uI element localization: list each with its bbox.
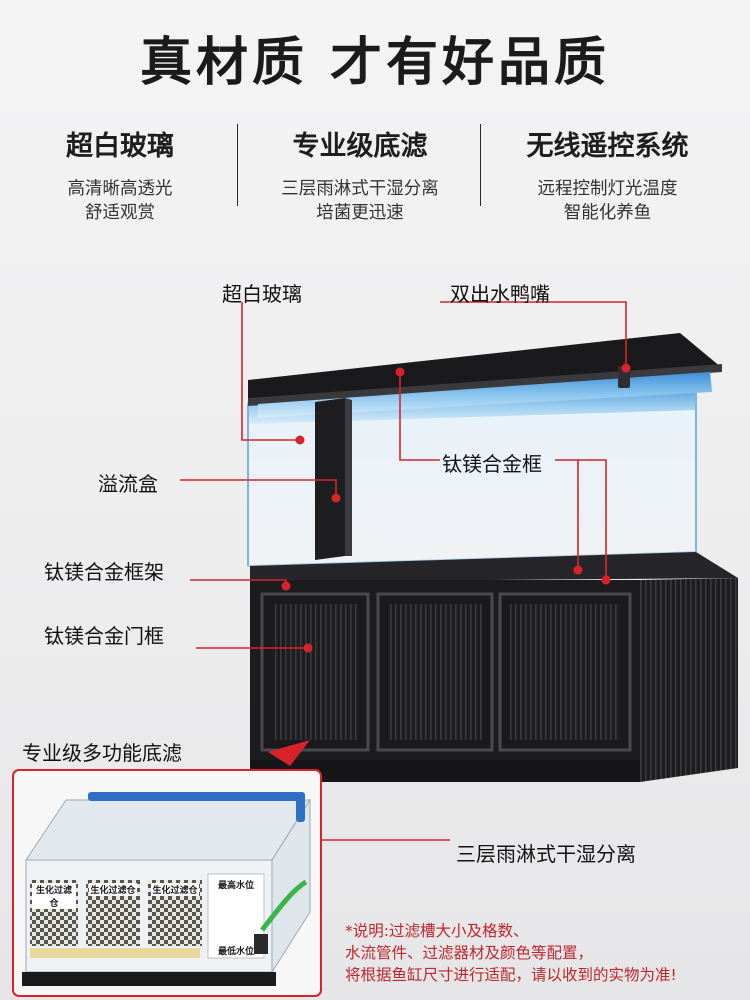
label-alloy-door: 钛镁合金门框 — [44, 624, 164, 648]
feature-line: 高清晰高透光 — [67, 179, 173, 199]
feature-glass: 超白玻璃 高清晰高透光 舒适观赏 — [0, 124, 240, 225]
label-bottom-filter: 专业级多功能底滤 — [22, 741, 182, 765]
water-level-low: 最低水位 — [217, 947, 254, 957]
feature-line: 智能化养鱼 — [563, 203, 652, 223]
note-line: *说明:过滤槽大小及格数、 — [345, 922, 529, 940]
feature-remote: 无线遥控系统 远程控制灯光温度 智能化养鱼 — [485, 124, 730, 225]
label-spout: 双出水鸭嘴 — [450, 282, 550, 306]
feature-line: 远程控制灯光温度 — [537, 179, 678, 199]
feature-title: 无线遥控系统 — [526, 131, 689, 162]
label-alloy-stand: 钛镁合金框架 — [44, 560, 164, 584]
disclaimer-note: *说明:过滤槽大小及格数、 水流管件、过滤器材及颜色等配置， 将根据鱼缸尺寸进行… — [345, 920, 745, 986]
feature-title: 专业级底滤 — [292, 131, 428, 162]
compartment-label: 生化过滤仓 — [151, 883, 199, 896]
note-line: 将根据鱼缸尺寸进行适配，请以收到的实物为准! — [345, 966, 677, 984]
tank — [247, 333, 722, 567]
filter-sump — [22, 792, 311, 986]
feature-title: 超白玻璃 — [66, 131, 174, 162]
overflow-box — [315, 398, 352, 560]
compartment-label: 生化过滤仓 — [32, 883, 76, 909]
divider — [480, 124, 481, 206]
compartment-label: 生化过滤仓 — [89, 883, 137, 896]
label-glass: 超白玻璃 — [222, 282, 302, 306]
feature-line: 培菌更迅速 — [316, 203, 404, 223]
page-title: 真材质 才有好品质 — [139, 33, 611, 93]
label-alloy-frame: 钛镁合金框 — [442, 452, 542, 476]
label-overflow-box: 溢流盒 — [98, 472, 158, 496]
note-line: 水流管件、过滤器材及颜色等配置， — [345, 944, 594, 962]
feature-line: 舒适观赏 — [85, 203, 155, 223]
divider — [237, 124, 238, 206]
label-rain-separation: 三层雨淋式干湿分离 — [456, 842, 636, 866]
feature-line: 三层雨淋式干湿分离 — [281, 179, 439, 199]
water-level-high: 最高水位 — [217, 881, 254, 891]
cabinet — [250, 552, 738, 782]
feature-filter: 专业级底滤 三层雨淋式干湿分离 培菌更迅速 — [240, 124, 480, 225]
